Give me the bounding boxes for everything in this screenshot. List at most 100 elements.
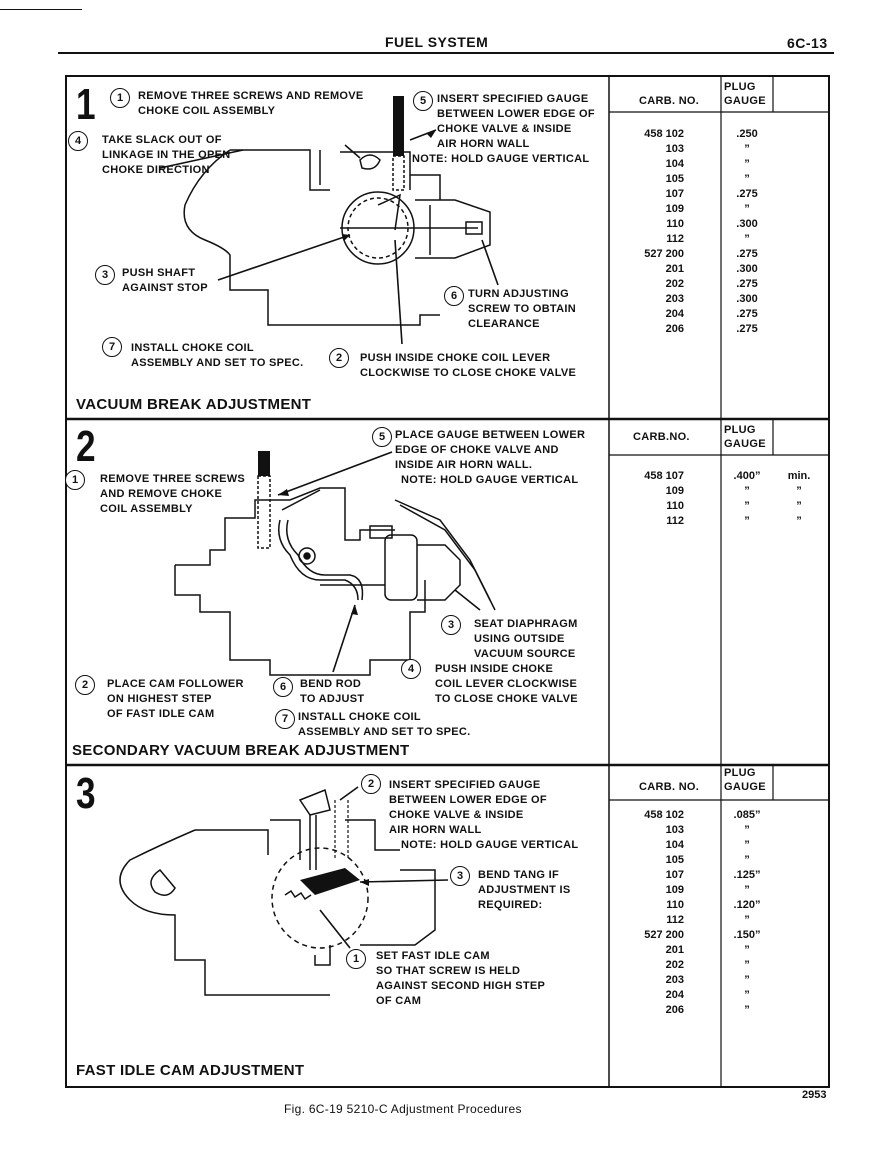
panel2-step-number: 2 bbox=[75, 675, 95, 695]
panel1-step-number: 6 bbox=[444, 286, 464, 306]
table-cell-carb: 105 bbox=[665, 854, 684, 866]
panel2-number: 2 bbox=[76, 422, 96, 471]
table-cell-carb: 458 102 bbox=[644, 128, 684, 140]
table-cell-gauge: ” bbox=[744, 500, 750, 512]
table-cell-min: ” bbox=[796, 500, 802, 512]
panel2-step-number: 6 bbox=[273, 677, 293, 697]
table-cell-gauge: ” bbox=[744, 515, 750, 527]
table-cell-carb: 107 bbox=[665, 188, 684, 200]
table-cell-carb: 109 bbox=[665, 884, 684, 896]
table-cell-gauge: ” bbox=[744, 839, 750, 851]
table-cell-min: min. bbox=[787, 470, 811, 482]
figure-caption: Fig. 6C-19 5210-C Adjustment Procedures bbox=[284, 1102, 522, 1116]
table-cell-carb: 201 bbox=[665, 263, 684, 275]
table-cell-carb: 107 bbox=[665, 869, 684, 881]
table-cell-gauge: ” bbox=[744, 824, 750, 836]
panel1-step-number: 5 bbox=[413, 91, 433, 111]
table-cell-gauge: ” bbox=[744, 143, 750, 155]
table-cell-gauge: ” bbox=[744, 158, 750, 170]
table-cell-carb: 206 bbox=[665, 1004, 684, 1016]
panel1-step-number: 7 bbox=[102, 337, 122, 357]
table-cell-carb: 112 bbox=[666, 914, 684, 926]
table-cell-gauge: ” bbox=[744, 854, 750, 866]
table-cell-gauge: ” bbox=[744, 485, 750, 497]
panel2-title: SECONDARY VACUUM BREAK ADJUSTMENT bbox=[72, 742, 410, 759]
figure-id: 2953 bbox=[802, 1089, 827, 1101]
table-cell-gauge: .300 bbox=[736, 218, 758, 230]
page-number: 6C-13 bbox=[787, 35, 828, 51]
panel3-number: 3 bbox=[76, 769, 96, 818]
table-cell-gauge: .275 bbox=[736, 278, 758, 290]
panel2-step-number: 4 bbox=[401, 659, 421, 679]
panel1-carburetor-drawing bbox=[183, 144, 491, 326]
header-rule bbox=[58, 52, 834, 54]
table-cell-gauge: .120” bbox=[733, 899, 761, 911]
table-cell-carb: 103 bbox=[665, 143, 684, 155]
table-cell-gauge: .275 bbox=[736, 248, 758, 260]
table-cell-carb: 104 bbox=[665, 158, 684, 170]
panel2-carburetor-drawing bbox=[174, 487, 496, 676]
table-cell-gauge: ” bbox=[744, 959, 750, 971]
table-cell-gauge: .400” bbox=[733, 470, 761, 482]
panel1-title: VACUUM BREAK ADJUSTMENT bbox=[76, 396, 312, 413]
panel1-step-number: 2 bbox=[329, 348, 349, 368]
panel1-step-number: 3 bbox=[95, 265, 115, 285]
table-cell-carb: 109 bbox=[665, 485, 684, 497]
table-cell-gauge: ” bbox=[744, 944, 750, 956]
table-cell-carb: 202 bbox=[665, 278, 684, 290]
table-cell-gauge: ” bbox=[744, 173, 750, 185]
table-cell-carb: 203 bbox=[665, 974, 684, 986]
panel2-leader-lines bbox=[277, 451, 481, 673]
table-cell-carb: 204 bbox=[665, 989, 684, 1001]
table-cell-gauge: .275 bbox=[736, 188, 758, 200]
table-cell-carb: 202 bbox=[665, 959, 684, 971]
panel2-gauge-column: .400” ” ” ” bbox=[722, 469, 772, 529]
panel1-number: 1 bbox=[76, 80, 96, 129]
panel2-step-number: 5 bbox=[372, 427, 392, 447]
table-cell-gauge: .275 bbox=[736, 323, 758, 335]
panel2-min-column: min.””” bbox=[776, 469, 822, 529]
table-cell-gauge: .275 bbox=[736, 308, 758, 320]
panel2-carb-header: CARB.NO. bbox=[633, 431, 690, 443]
table-cell-gauge: .150” bbox=[733, 929, 761, 941]
panel1-plug-gauge bbox=[393, 96, 404, 156]
panel3-title: FAST IDLE CAM ADJUSTMENT bbox=[76, 1062, 305, 1079]
panel3-carb-header: CARB. NO. bbox=[639, 781, 700, 793]
panel3-step-number: 1 bbox=[346, 949, 366, 969]
table-cell-gauge: ” bbox=[744, 989, 750, 1001]
table-cell-carb: 110 bbox=[666, 218, 684, 230]
table-cell-carb: 458 107 bbox=[644, 470, 684, 482]
panel1-leader-lines bbox=[159, 129, 499, 345]
panel1-step-number: 4 bbox=[68, 131, 88, 151]
table-cell-carb: 201 bbox=[665, 944, 684, 956]
table-cell-gauge: ” bbox=[744, 974, 750, 986]
panel1-gauge-column: .250”””.275”.300”.275.300.275.300.275.27… bbox=[722, 127, 772, 337]
table-cell-min: ” bbox=[796, 515, 802, 527]
panel3-step-number: 2 bbox=[361, 774, 381, 794]
panel3-fast-idle-tang bbox=[300, 868, 360, 895]
panel3-gauge-column: .085””””.125””.120””.150”””””” bbox=[722, 808, 772, 1018]
panel1-step-number: 1 bbox=[110, 88, 130, 108]
table-cell-gauge: .085” bbox=[733, 809, 761, 821]
table-cell-carb: 110 bbox=[666, 500, 684, 512]
panel2-plug-gauge bbox=[258, 451, 270, 476]
table-cell-carb: 103 bbox=[665, 824, 684, 836]
